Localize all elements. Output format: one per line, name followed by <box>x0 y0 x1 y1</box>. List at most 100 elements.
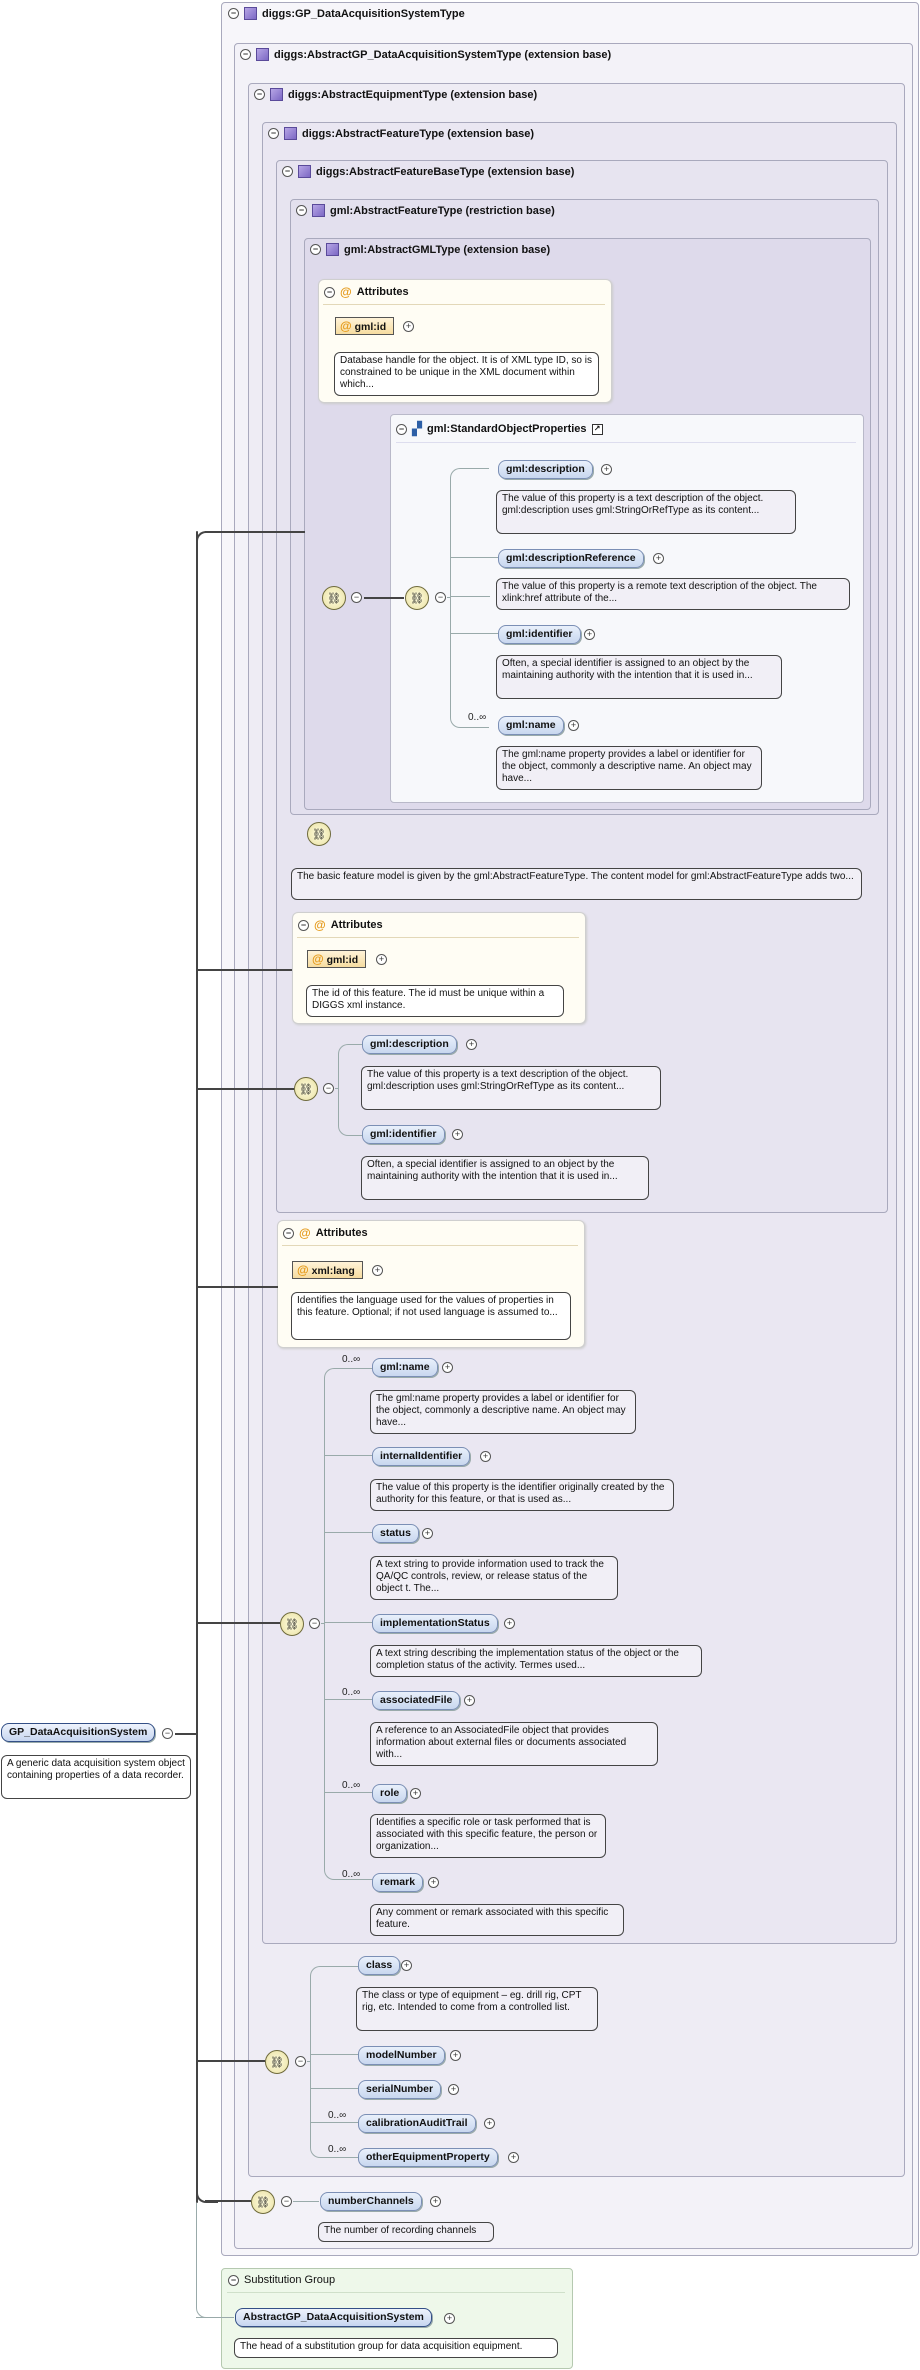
attributes-label: Attributes <box>356 286 409 298</box>
expand-toggle[interactable]: + <box>504 1618 515 1629</box>
multiplicity-label: 0..∞ <box>328 2110 347 2121</box>
multiplicity-label: 0..∞ <box>468 712 487 723</box>
expand-toggle[interactable]: + <box>653 553 664 564</box>
element-model-number[interactable]: modelNumber <box>358 2046 445 2065</box>
type-title: diggs:AbstractFeatureType (extension bas… <box>302 127 535 140</box>
element-role[interactable]: role <box>372 1784 408 1803</box>
expand-toggle[interactable]: + <box>401 1960 412 1971</box>
collapse-toggle[interactable]: − <box>323 1083 334 1094</box>
element-internal-identifier[interactable]: internalIdentifier <box>372 1447 471 1466</box>
element-calibration-audit-trail[interactable]: calibrationAuditTrail <box>358 2114 476 2133</box>
element-gml-identifier[interactable]: gml:identifier <box>498 625 581 644</box>
complex-type-icon <box>298 165 311 178</box>
sequence-icon: ⛓ <box>307 822 331 846</box>
type-title: gml:AbstractGMLType (extension base) <box>344 243 551 256</box>
element-doc: Often, a special identifier is assigned … <box>361 1156 649 1200</box>
element-implementation-status[interactable]: implementationStatus <box>372 1614 498 1633</box>
element-gml-name[interactable]: gml:name <box>372 1358 438 1377</box>
link-icon[interactable]: ↗ <box>591 423 603 435</box>
at-icon: @ <box>314 918 326 932</box>
expand-toggle[interactable]: + <box>568 720 579 731</box>
expand-toggle[interactable]: + <box>376 954 387 965</box>
at-icon: @ <box>340 319 352 333</box>
expand-toggle[interactable]: + <box>584 629 595 640</box>
group-bracket <box>338 1044 363 1136</box>
collapse-toggle[interactable]: − <box>396 423 407 435</box>
expand-toggle[interactable]: + <box>452 1129 463 1140</box>
expand-toggle[interactable]: + <box>464 1695 475 1706</box>
root-element[interactable]: GP_DataAcquisitionSystem <box>1 1723 156 1742</box>
collapse-toggle[interactable]: − <box>351 592 362 603</box>
expand-toggle[interactable]: + <box>430 2196 441 2207</box>
group-bracket <box>450 468 489 728</box>
element-doc: The value of this property is a remote t… <box>496 578 850 610</box>
attribute-doc: Database handle for the object. It is of… <box>334 352 599 396</box>
element-doc: The value of this property is a text des… <box>496 490 796 534</box>
multiplicity-label: 0..∞ <box>342 1687 361 1698</box>
expand-toggle[interactable]: + <box>480 1451 491 1462</box>
expand-toggle[interactable]: + <box>372 1265 383 1276</box>
at-icon: @ <box>297 1263 309 1277</box>
expand-toggle[interactable]: + <box>450 2050 461 2061</box>
collapse-toggle[interactable]: − <box>310 244 321 255</box>
element-gml-description[interactable]: gml:description <box>362 1035 457 1054</box>
element-status[interactable]: status <box>372 1524 419 1543</box>
collapse-toggle[interactable]: − <box>228 2274 239 2286</box>
multiplicity-label: 0..∞ <box>328 2144 347 2155</box>
expand-toggle[interactable]: + <box>403 321 414 332</box>
attributes-card-gml: −@Attributes @ gml:id + Database handle … <box>318 279 612 403</box>
attribute-gml-id[interactable]: @ gml:id <box>335 317 395 335</box>
expand-toggle[interactable]: + <box>428 1877 439 1888</box>
attributes-label: Attributes <box>315 1227 368 1239</box>
element-abstract-gp-data-acquisition-system[interactable]: AbstractGP_DataAcquisitionSystem <box>235 2308 432 2327</box>
collapse-toggle[interactable]: − <box>324 286 335 298</box>
expand-toggle[interactable]: + <box>442 1362 453 1373</box>
collapse-toggle[interactable]: − <box>268 128 279 139</box>
expand-toggle[interactable]: + <box>410 1788 421 1799</box>
expand-toggle[interactable]: + <box>508 2152 519 2163</box>
attribute-name: gml:id <box>354 321 387 333</box>
attribute-xml-lang[interactable]: @ xml:lang <box>292 1261 363 1279</box>
at-icon: @ <box>312 952 324 966</box>
attributes-card-base: −@Attributes @ gml:id + The id of this f… <box>292 912 586 1024</box>
element-gml-description-reference[interactable]: gml:descriptionReference <box>498 549 644 568</box>
collapse-toggle[interactable]: − <box>162 1728 173 1739</box>
attribute-gml-id[interactable]: @ gml:id <box>307 950 367 968</box>
element-number-channels[interactable]: numberChannels <box>320 2192 422 2211</box>
expand-toggle[interactable]: + <box>444 2313 455 2324</box>
at-icon: @ <box>340 285 352 299</box>
collapse-toggle[interactable]: − <box>435 592 446 603</box>
sequence-icon: ⛓ <box>280 1612 304 1636</box>
expand-toggle[interactable]: + <box>601 464 612 475</box>
collapse-toggle[interactable]: − <box>282 166 293 177</box>
expand-toggle[interactable]: + <box>466 1039 477 1050</box>
collapse-toggle[interactable]: − <box>240 49 251 60</box>
collapse-toggle[interactable]: − <box>281 2196 292 2207</box>
element-gml-identifier[interactable]: gml:identifier <box>362 1125 445 1144</box>
attributes-label: Attributes <box>330 919 383 931</box>
sequence-icon: ⛓ <box>405 586 429 610</box>
collapse-toggle[interactable]: − <box>295 2056 306 2067</box>
element-class[interactable]: class <box>358 1956 401 1975</box>
expand-toggle[interactable]: + <box>484 2118 495 2129</box>
collapse-toggle[interactable]: − <box>228 8 239 19</box>
collapse-toggle[interactable]: − <box>298 919 309 931</box>
collapse-toggle[interactable]: − <box>254 89 265 100</box>
collapse-toggle[interactable]: − <box>283 1227 294 1239</box>
feature-doc: The basic feature model is given by the … <box>291 868 862 900</box>
element-gml-description[interactable]: gml:description <box>498 460 593 479</box>
root-doc: A generic data acquisition system object… <box>1 1755 191 1799</box>
multiplicity-label: 0..∞ <box>342 1869 361 1880</box>
element-associated-file[interactable]: associatedFile <box>372 1691 461 1710</box>
expand-toggle[interactable]: + <box>448 2084 459 2095</box>
element-remark[interactable]: remark <box>372 1873 424 1892</box>
element-gml-name[interactable]: gml:name <box>498 716 564 735</box>
element-serial-number[interactable]: serialNumber <box>358 2080 442 2099</box>
element-other-equipment-property[interactable]: otherEquipmentProperty <box>358 2148 498 2167</box>
complex-type-icon <box>284 127 297 140</box>
group-bracket <box>324 1368 373 1880</box>
element-doc: Identifies a specific role or task perfo… <box>370 1814 606 1858</box>
collapse-toggle[interactable]: − <box>309 1618 320 1629</box>
expand-toggle[interactable]: + <box>422 1528 433 1539</box>
collapse-toggle[interactable]: − <box>296 205 307 216</box>
